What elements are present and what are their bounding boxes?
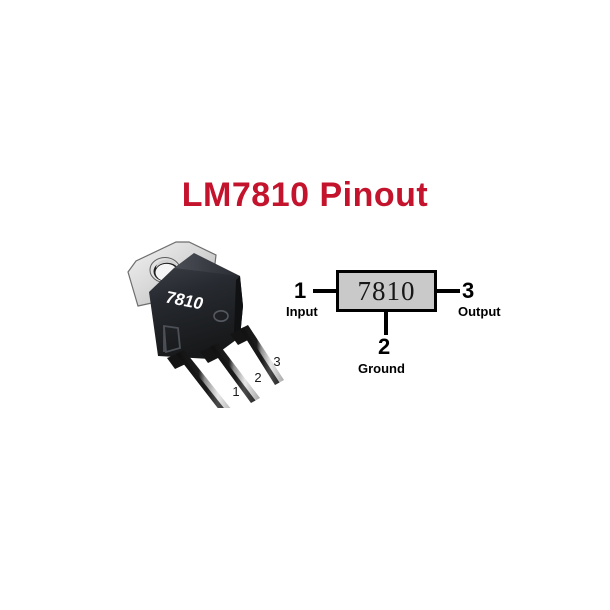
mould-dimple-icon: [213, 310, 229, 323]
schematic-pin-3-lead: [436, 289, 460, 293]
pin-2-lead: [210, 343, 260, 403]
schematic-pin-3-name: Output: [458, 304, 501, 319]
schematic-pin-1-name: Input: [286, 304, 318, 319]
photo-pin-3-number: 3: [273, 354, 280, 369]
to220-package-illustration: 7810: [112, 228, 292, 408]
chip-body: 7810: [336, 270, 437, 312]
mould-d-mark-icon: [163, 324, 181, 354]
schematic-pin-1-lead: [313, 289, 337, 293]
package-body: [149, 268, 243, 359]
schematic-pin-1-number: 1: [294, 278, 307, 303]
photo-pin-2-number: 2: [254, 370, 261, 385]
package-body-side: [234, 276, 243, 337]
photo-pin-1-number: 1: [232, 384, 239, 399]
pin-3-lead: [240, 325, 284, 385]
pinout-schematic: 7810 1 Input 2 Ground 3 Output: [286, 252, 511, 387]
page-title: LM7810 Pinout: [181, 176, 429, 214]
schematic-pin-3-number: 3: [462, 278, 475, 303]
schematic-pin-2-name: Ground: [358, 361, 405, 376]
pin-1-lead: [176, 350, 231, 408]
schematic-pin-2-lead: [384, 311, 388, 335]
chip-body-label: 7810: [357, 275, 416, 306]
schematic-pin-2-number: 2: [378, 334, 391, 359]
